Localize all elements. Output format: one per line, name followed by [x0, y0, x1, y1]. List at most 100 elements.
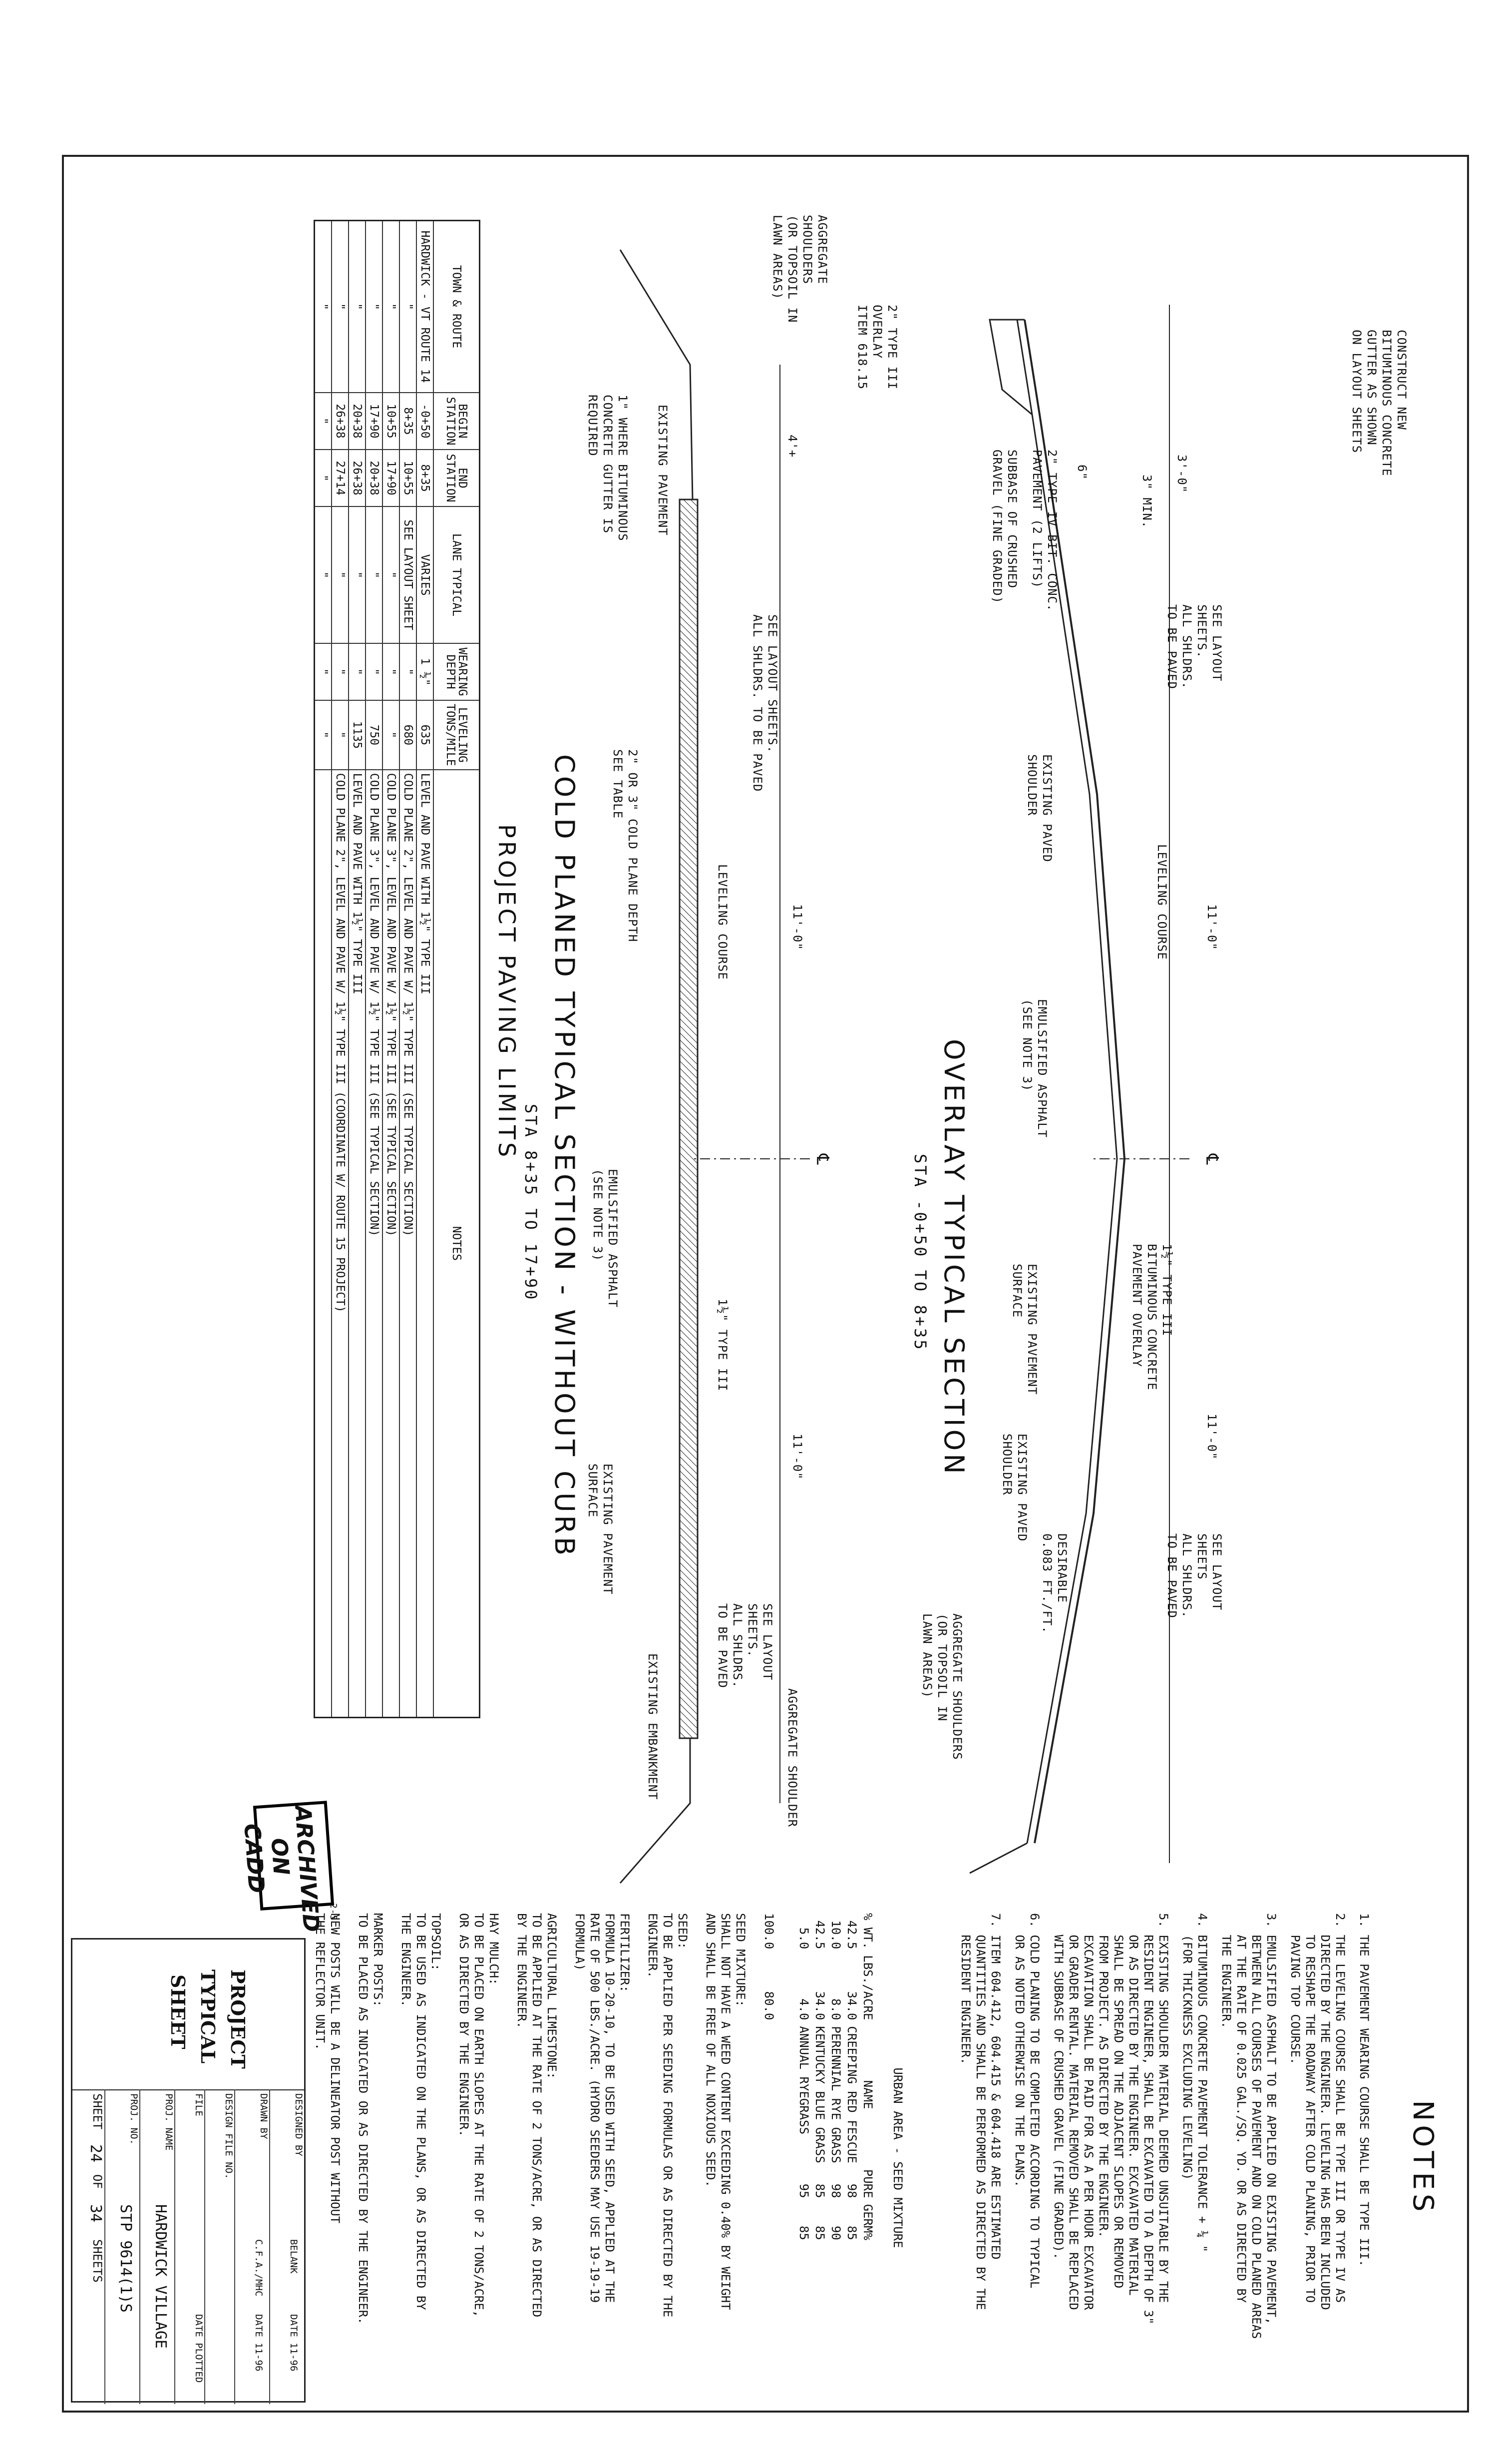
seed-cell: 8.0 [829, 1998, 843, 2020]
paving-cell: LEVEL AND PAVE WITH 1½" TYPE III [349, 769, 366, 1718]
proj-name-row: PROJ. NAME HARDWICK VILLAGE [139, 2089, 174, 2404]
design-file-row: DESIGN FILE NO. [204, 2089, 234, 2404]
cold-type-iii: 1½" TYPE III [716, 1299, 730, 1392]
overlay-slope [969, 1842, 1028, 1874]
note-3: 3. EMULSIFIED ASPHALT TO BE APPLIED ON E… [1219, 1913, 1278, 2339]
paving-header-cell: LEVELING TONS/MILE [433, 700, 480, 770]
cold-existing-pavement: EXISTING PAVEMENT [656, 405, 670, 536]
proj-no-label: PROJ. NO. [128, 2093, 139, 2145]
paving-cell: " [366, 643, 382, 700]
stamp-small-mark: 2-5 [328, 1903, 339, 1921]
paving-cell: LEVEL AND PAVE WITH 1½" TYPE III [416, 769, 433, 1718]
cold-leveling: LEVELING COURSE [716, 864, 730, 980]
note-7: 7. ITEM 604.412, 604.415 & 604.418 ARE E… [959, 1913, 1003, 2310]
paving-cell: " [399, 220, 416, 393]
designed-date: DATE 11-96 [288, 2314, 299, 2372]
overlay-top-surface [1024, 319, 1126, 1844]
overlay-emulsified: EMULSIFIED ASPHALT (SEE NOTE 3) [1020, 999, 1049, 1138]
overlay-six: 6" [1075, 465, 1089, 480]
designed-row: DESIGNED BY BELANK DATE 11-96 [269, 2089, 304, 2404]
file-row: FILE DATE PLOTTED [174, 2089, 204, 2404]
paving-cell: HARDWICK - VT ROUTE 14 [416, 220, 433, 393]
overlay-aggregate: AGGREGATE SHOULDERS (OR TOPSOIL IN LAWN … [920, 1613, 964, 1760]
archived-stamp: ARCHIVED ON CADD [239, 1801, 335, 1933]
seed-header-cell: NAME [861, 2080, 875, 2109]
sheet-number: 24 [87, 2144, 104, 2163]
paving-cell: " [349, 506, 366, 643]
proj-no-value: STP 9614(1)S [117, 2204, 134, 2313]
overlay-title: OVERLAY TYPICAL SECTION [938, 1039, 970, 1477]
overlay-existing-surface: EXISTING PAVEMENT SURFACE [1010, 1264, 1039, 1395]
drawn-value: C.F.A./MHC [253, 2239, 264, 2297]
new-posts-para: NEW POSTS WILL BE A DELINEATOR POST WITH… [313, 1913, 342, 2224]
seed-cell: CREEPING RED FESCUE [845, 2026, 859, 2163]
paving-cell: " [314, 393, 332, 450]
fertilizer-para: FERTILIZER: FORMULA 10-20-10, TO BE USED… [573, 1913, 632, 2303]
paving-cell: " [382, 700, 399, 770]
stamp-line-2: ON CADD [239, 1823, 294, 1894]
paving-cell: 1135 [349, 700, 366, 770]
paving-cell: " [382, 643, 399, 700]
section-linework [619, 249, 1189, 1884]
paving-header-cell: NOTES [433, 769, 480, 1718]
seed-cell: 42.5 [813, 1920, 827, 1950]
note-2: 2. THE LEVELING COURSE SHALL BE TYPE III… [1288, 1913, 1347, 2310]
title-project: PROJECT [227, 1970, 249, 2069]
cold-dim-11-right: 11'-0" [790, 1434, 804, 1480]
seed-cell: 85 [845, 2225, 859, 2240]
paving-cell: " [399, 643, 416, 700]
paving-cell: COLD PLANE 2", LEVEL AND PAVE W/ 1½" TYP… [399, 769, 416, 1718]
seed-header-cell: GERM% [861, 2204, 875, 2240]
proj-no-row: PROJ. NO. STP 9614(1)S [104, 2089, 139, 2404]
cold-emulsified: EMULSIFIED ASPHALT (SEE NOTE 3) [591, 1169, 620, 1308]
paving-limits-table: TOWN & ROUTE BEGIN STATION END STATION L… [314, 220, 480, 1718]
proj-name-value: HARDWICK VILLAGE [152, 2204, 169, 2349]
overlay-label-construct: CONSTRUCT NEW BITUMINOUS CONCRETE GUTTER… [1350, 330, 1409, 477]
paving-cell: 750 [366, 700, 382, 770]
drawn-label: DRAWN BY [258, 2093, 269, 2139]
overlay-existing-paved-right: EXISTING PAVED SHOULDER [1000, 1434, 1029, 1542]
cold-centerline-label: ℄ [812, 1154, 832, 1165]
seed-title: URBAN AREA - SEED MIXTURE [891, 2067, 905, 2248]
designed-value: BELANK [288, 2239, 299, 2274]
seed-header-cell: PURE [861, 2169, 875, 2198]
paving-row: """""" [314, 220, 332, 1718]
paving-limits-table-wrap: TOWN & ROUTE BEGIN STATION END STATION L… [314, 220, 480, 1718]
paving-header-cell: LANE TYPICAL [433, 506, 480, 643]
paving-header-cell: TOWN & ROUTE [433, 220, 480, 393]
paving-header-row: TOWN & ROUTE BEGIN STATION END STATION L… [433, 220, 480, 1718]
paving-cell: 10+55 [399, 450, 416, 506]
paving-cell: 27+14 [332, 450, 349, 506]
overlay-leveling: LEVELING COURSE [1155, 844, 1169, 960]
paving-cell: 17+90 [366, 393, 382, 450]
designed-label: DESIGNED BY [293, 2093, 304, 2156]
drawn-row: DRAWN BY C.F.A./MHC DATE 11-96 [234, 2089, 269, 2404]
paving-cell: 8+35 [416, 450, 433, 506]
paving-cell: VARIES [416, 506, 433, 643]
paving-cell: -0+50 [416, 393, 433, 450]
overlay-subbase: SUBBASE OF CRUSHED GRAVEL (FINE GRADED) [990, 450, 1019, 604]
overlay-bottom-surface [1016, 319, 1118, 1844]
cold-title: COLD PLANED TYPICAL SECTION - WITHOUT CU… [549, 754, 580, 1559]
cold-right-slope [619, 1738, 691, 1884]
proj-name-label: PROJ. NAME [163, 2093, 174, 2151]
paving-cell: 17+90 [382, 450, 399, 506]
seed-header-cell: % WT. [861, 1913, 875, 1950]
seed-mixture-block: URBAN AREA - SEED MIXTURE % WT. LBS./ACR… [313, 1913, 905, 2403]
paving-cell: " [314, 700, 332, 770]
paving-cell: " [332, 700, 349, 770]
paving-cell: 20+38 [349, 393, 366, 450]
seed-cell: 42.5 [845, 1920, 859, 1950]
topsoil-para: TOPSOIL: TO BE USED AS INDICATED ON THE … [399, 1913, 443, 2310]
seed-mixture-para: SEED MIXTURE: SHALL NOT HAVE A WEED CONT… [704, 1913, 747, 2310]
paving-cell: " [314, 450, 332, 506]
overlay-see-layout-right: SEE LAYOUT SHEETS ALL SHLDRS. TO BE PAVE… [1165, 1533, 1224, 1618]
